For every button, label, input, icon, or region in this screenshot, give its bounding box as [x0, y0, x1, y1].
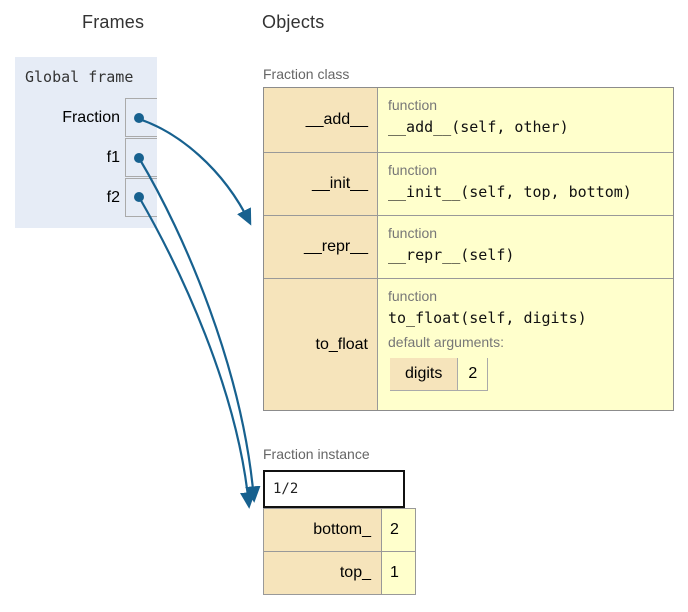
class-attr-row: __repr__ function __repr__(self) [264, 215, 673, 278]
variable-pointer-anchor [125, 138, 157, 177]
instance-attr-row: bottom_ 2 [264, 509, 415, 551]
variable-name-f1: f1 [106, 149, 120, 166]
object-kind-label: function [388, 162, 438, 178]
attr-name-add: __add__ [264, 88, 378, 152]
attr-value-top: 1 [390, 564, 399, 581]
function-signature: to_float(self, digits) [388, 309, 587, 327]
object-kind-label: function [388, 288, 438, 304]
instance-repr-text: 1/2 [273, 481, 299, 497]
fraction-instance-table: bottom_ 2 top_ 1 [263, 508, 416, 595]
attr-value-cell: function __repr__(self) [378, 216, 673, 278]
class-attr-row: to_float function to_float(self, digits)… [264, 278, 673, 410]
default-arg-value: 2 [458, 358, 489, 391]
default-arguments-table: digits 2 [390, 358, 489, 391]
object-kind-label: function [388, 225, 438, 241]
instance-object-label: Fraction instance [263, 446, 370, 462]
attr-value-bottom: 2 [390, 521, 399, 538]
reference-arrow-f2-to-instance [138, 196, 256, 509]
objects-column-header: Objects [262, 12, 325, 32]
function-signature: __add__(self, other) [388, 118, 569, 136]
attr-name-init: __init__ [264, 153, 378, 215]
global-frame-title: Global frame [25, 68, 134, 86]
attr-value-cell: function __init__(self, top, bottom) [378, 153, 673, 215]
global-frame-panel: Global frame Fraction f1 f2 [15, 57, 157, 228]
instance-attr-row: top_ 1 [264, 551, 415, 594]
frames-column-header: Frames [82, 12, 145, 32]
class-attr-row: __init__ function __init__(self, top, bo… [264, 152, 673, 215]
attr-name-repr: __repr__ [264, 216, 378, 278]
variable-name-f2: f2 [106, 189, 120, 206]
default-arg-name: digits [390, 358, 459, 391]
variable-name-fraction: Fraction [62, 109, 120, 126]
attr-name-to-float: to_float [264, 279, 378, 410]
variable-pointer-anchor [125, 178, 157, 217]
frame-variable-row: f2 [15, 178, 157, 217]
instance-repr-box: 1/2 [263, 470, 405, 508]
class-object-label: Fraction class [263, 66, 350, 82]
attr-name-top: top_ [264, 552, 382, 594]
default-arguments-label: default arguments: [388, 334, 504, 350]
frame-variable-row: f1 [15, 138, 157, 177]
attr-name-bottom: bottom_ [264, 509, 382, 551]
function-signature: __repr__(self) [388, 246, 515, 264]
class-attr-row: __add__ function __add__(self, other) [264, 88, 673, 152]
fraction-class-table: __add__ function __add__(self, other) __… [263, 87, 674, 411]
frame-variable-row: Fraction [15, 98, 157, 137]
attr-value-cell: function to_float(self, digits) default … [378, 279, 673, 410]
function-signature: __init__(self, top, bottom) [388, 183, 632, 201]
attr-value-cell: function __add__(self, other) [378, 88, 673, 152]
variable-pointer-anchor [125, 98, 157, 137]
object-kind-label: function [388, 97, 438, 113]
